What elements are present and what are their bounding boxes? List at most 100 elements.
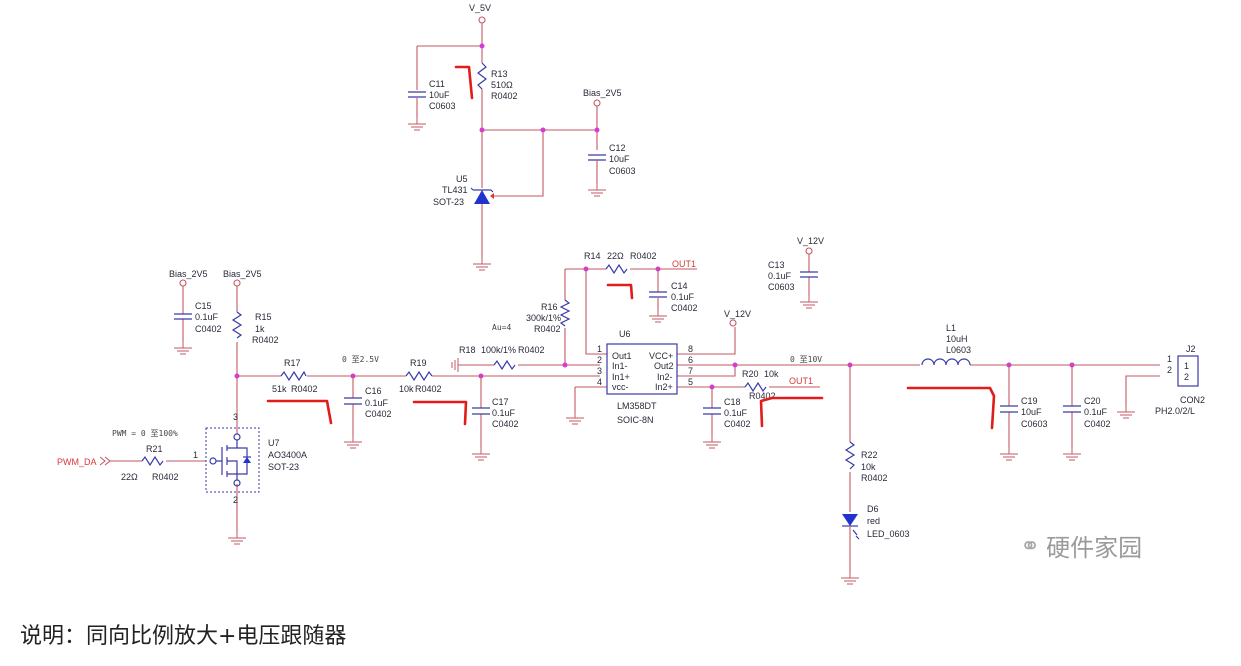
component-label: L0603 [946,345,971,355]
component-label: R16 [541,302,558,312]
component-label: 4 [597,377,602,387]
component-label: R0402 [518,345,545,355]
component-label: C17 [492,397,509,407]
capacitor-c18: C18 0.1uF C0402 [702,387,751,449]
component-label: R0402 [415,384,442,394]
annotation-mark-r20 [759,396,824,428]
component-label: 22Ω [121,472,138,482]
component-label: R0402 [749,391,776,401]
component-label: C19 [1021,396,1038,406]
component-label: R13 [491,69,508,79]
net-pwm-input: PWM_DA [57,456,206,467]
component-label: 1 [1167,354,1172,364]
component-label: U7 [268,438,280,448]
component-label: 2 [597,355,602,365]
component-label: 2 [1167,365,1172,375]
component-label: Out1 [612,351,632,361]
net-v5: V_5V [469,3,491,24]
resistor-r16: R16 300k/1% R0402 [526,269,571,363]
mosfet-u7: 3 2 U7 AO3400A SOT-23 [205,412,307,545]
component-label: Bias_2V5 [583,88,622,98]
component-label: R17 [284,358,301,368]
component-label: 10k [764,369,779,379]
capacitor-c13: V_12V C13 0.1uF C0603 [768,236,824,309]
component-label: Out2 [654,361,674,371]
component-label: 1 [1184,361,1189,371]
component-label: Bias_2V5 [169,269,208,279]
component-label: 51k [272,384,287,394]
component-label: 5 [688,377,693,387]
led-icon [842,514,858,526]
component-label: C0402 [365,409,392,419]
component-label: C12 [609,143,626,153]
pwm-range-annotation: PWM = 0 至100% [112,429,178,438]
component-label: C0603 [429,101,456,111]
component-label: SOT-23 [433,197,464,207]
resistor-r20: R20 10k R0402 OUT1 [740,369,820,401]
component-label: In1- [612,361,628,371]
component-label: R0402 [491,91,518,101]
component-label: C0402 [195,324,222,334]
component-label: TL431 [442,185,468,195]
component-label: Bias_2V5 [223,269,262,279]
component-label: OUT1 [789,376,813,386]
component-label: R0402 [152,472,179,482]
component-label: vcc- [612,382,629,392]
component-label: R0402 [291,384,318,394]
resistor-r13: R13 510Ω R0402 [477,62,518,130]
component-label: V_12V [797,236,824,246]
component-label: C13 [768,260,785,270]
component-label: 10k [399,384,414,394]
component-label: 0.1uF [365,398,389,408]
component-label: 2 [233,495,238,505]
watermark-text: 硬件家园 [1046,534,1143,562]
component-label: 300k/1% [526,313,561,323]
figure-caption: 说明：同向比例放大+电压跟随器 [20,624,347,649]
component-label: In2- [657,372,673,382]
component-label: C0402 [492,419,519,429]
component-label: SOIC-8N [617,415,654,425]
capacitor-c20: C20 0.1uF C0402 [1062,365,1111,461]
watermark: ⚭ 硬件家园 [1020,528,1142,563]
component-label: C0603 [609,166,636,176]
component-label: 0.1uF [195,312,219,322]
component-label: R22 [861,450,878,460]
annotation-mark-c19 [906,386,996,430]
component-label: 10uF [429,90,450,100]
component-label: CON2 [1180,395,1205,405]
component-label: R0402 [861,473,888,483]
component-label: 22Ω [607,251,624,261]
component-label: 6 [688,355,693,365]
annotation-mark-r17 [266,399,333,425]
shunt-regulator-u5: U5 TL431 SOT-23 [433,130,494,271]
connector-j2: J2 1 2 1 2 CON2 PH2.0/2/L [1116,344,1205,419]
component-label: C20 [1084,396,1101,406]
resistor-r18: R18 100k/1% R0402 [451,345,600,372]
component-label: AO3400A [268,450,307,460]
component-label: PWM_DA [57,457,97,467]
zener-icon [474,190,490,204]
component-label: C0402 [1084,419,1111,429]
component-label: R19 [410,358,427,368]
annotation-mark-r19 [412,400,468,426]
resistor-r14: R14 22Ω R0402 OUT1 [565,251,697,275]
component-label: C18 [724,397,741,407]
component-label: R21 [146,444,163,454]
component-label: PH2.0/2/L [1155,406,1195,416]
capacitor-c11: C11 10uF C0603 [407,79,456,131]
component-label: 510Ω [491,80,513,90]
component-label: U6 [619,329,631,339]
component-label: C0402 [671,303,698,313]
component-label: R0402 [630,251,657,261]
component-label: VCC+ [649,351,673,361]
component-label: R18 [459,345,476,355]
resistor-r22: R22 10k R0402 [844,365,888,512]
component-label: red [867,516,880,526]
component-label: In1+ [612,372,630,382]
annotation-mark-c14 [606,283,634,300]
component-label: 3 [597,366,602,376]
net-label-v5: V_5V [469,3,491,13]
gain-annotation: Au=4 [492,323,511,332]
component-label: 1k [255,324,265,334]
component-label: C0603 [768,282,795,292]
